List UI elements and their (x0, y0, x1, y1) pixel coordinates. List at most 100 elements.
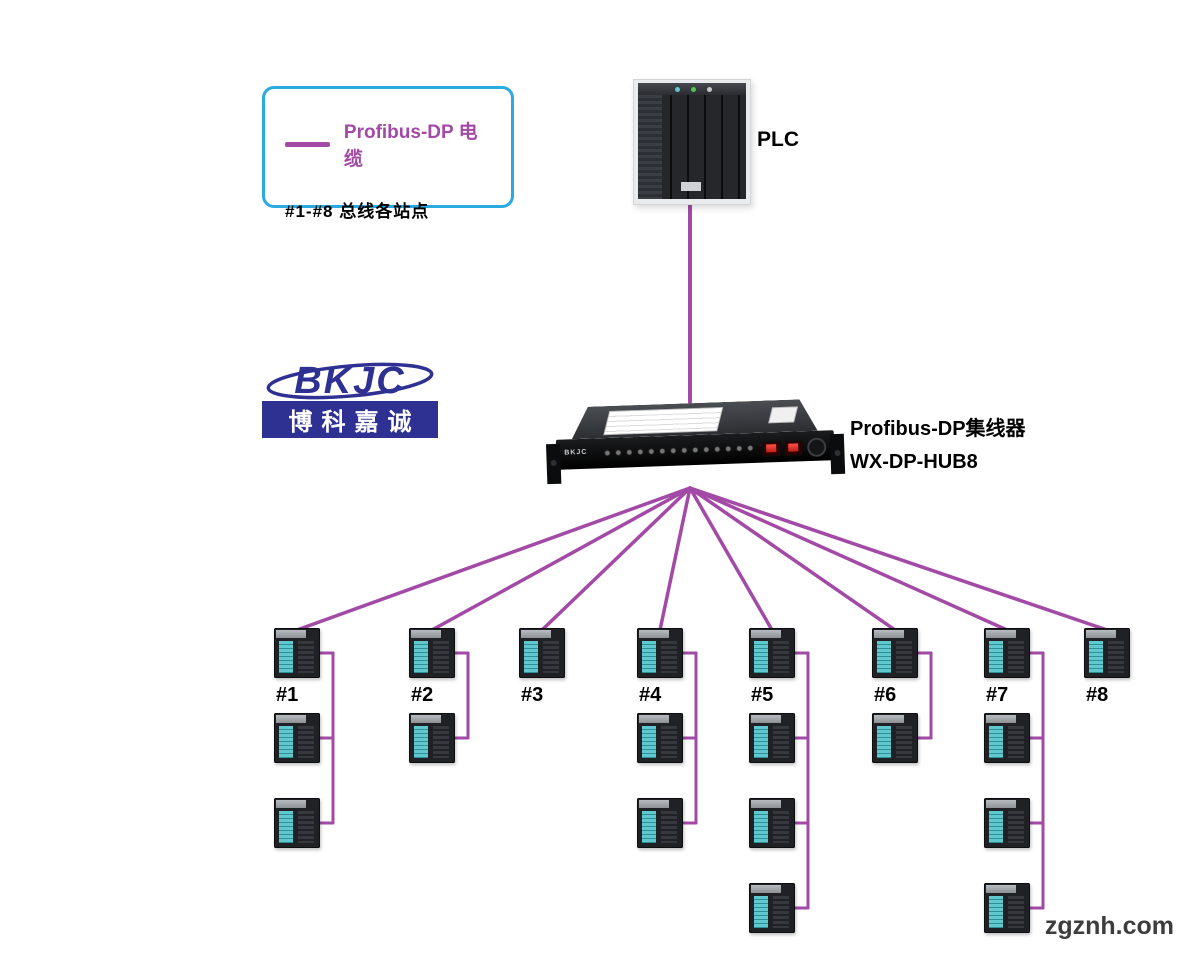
hub-led-display-1 (762, 441, 781, 457)
plc-station-module (519, 628, 565, 678)
hub-small-sticker (769, 407, 797, 422)
module-teal-panel (642, 811, 656, 843)
profibus-cable (688, 486, 897, 632)
module-cap (751, 630, 781, 638)
module-vent (1008, 641, 1024, 673)
plc-led-green (691, 87, 696, 92)
module-teal-panel (279, 811, 293, 843)
module-vent (1008, 726, 1024, 758)
hub-rack-ear-left (545, 443, 562, 485)
plc-label-chip (681, 182, 701, 191)
plc-station-module (984, 628, 1030, 678)
hub-model: WX-DP-HUB8 (850, 451, 978, 473)
module-vent (1108, 641, 1124, 673)
plc-label: PLC (757, 128, 799, 151)
station-label: #7 (986, 684, 1009, 706)
module-vent (298, 726, 314, 758)
module-teal-panel (989, 811, 1003, 843)
plc-station-module (274, 713, 320, 763)
station-label: #3 (521, 684, 544, 706)
hub-caption: Profibus-DP集线器 WX-DP-HUB8 (850, 413, 1026, 479)
module-cap (986, 885, 1016, 893)
module-teal-panel (279, 726, 293, 758)
module-vent (298, 811, 314, 843)
hub-device-image: BKJC (545, 394, 846, 490)
station-label: #5 (751, 684, 774, 706)
module-teal-panel (524, 641, 538, 673)
module-vent (896, 641, 912, 673)
module-vent (543, 641, 559, 673)
module-vent (433, 726, 449, 758)
hub-led-display-2 (784, 440, 803, 456)
module-teal-panel (877, 641, 891, 673)
module-teal-panel (989, 641, 1003, 673)
legend-box: Profibus-DP 电缆 #1-#8 总线各站点 (262, 86, 514, 221)
module-vent (661, 726, 677, 758)
hub-name: Profibus-DP集线器 (850, 418, 1026, 440)
plc-station-module (274, 628, 320, 678)
plc-station-module (637, 628, 683, 678)
module-vent (661, 811, 677, 843)
module-vent (1008, 896, 1024, 928)
hub-rack-ear-right (829, 433, 846, 475)
module-vent (298, 641, 314, 673)
profibus-cable (688, 486, 1009, 632)
plc-station-module (749, 628, 795, 678)
hub-port-row (602, 442, 757, 459)
plc-station-module (984, 713, 1030, 763)
module-teal-panel (414, 726, 428, 758)
module-vent (433, 641, 449, 673)
plc-station-module (274, 798, 320, 848)
module-teal-panel (279, 641, 293, 673)
hub-spec-sticker (605, 408, 722, 434)
module-cap (639, 800, 669, 808)
watermark: zgznh.com (1044, 912, 1174, 940)
module-teal-panel (414, 641, 428, 673)
plc-station-module (409, 713, 455, 763)
plc-station-module (872, 713, 918, 763)
plc-device-image (633, 79, 751, 205)
logo-swoosh-ellipse (266, 362, 434, 400)
plc-station-module (749, 798, 795, 848)
module-cap (751, 885, 781, 893)
module-vent (773, 726, 789, 758)
module-cap (874, 715, 904, 723)
module-cap (276, 715, 306, 723)
hub-brand-mark: BKJC (564, 448, 588, 457)
plc-led-gray (707, 87, 712, 92)
module-cap (521, 630, 551, 638)
profibus-cable (688, 486, 1109, 632)
module-teal-panel (642, 641, 656, 673)
profibus-cable (658, 486, 692, 632)
station-label: #2 (411, 684, 434, 706)
module-cap (276, 630, 306, 638)
plc-station-module (984, 883, 1030, 933)
module-cap (1086, 630, 1116, 638)
module-cap (411, 630, 441, 638)
module-cap (751, 715, 781, 723)
module-cap (986, 715, 1016, 723)
logo-wordmark: BKJC (262, 360, 438, 401)
plc-station-module (637, 713, 683, 763)
module-cap (639, 630, 669, 638)
logo-subtext: 博科嘉诚 (262, 401, 438, 438)
profibus-cable (540, 486, 692, 632)
stations-legend-label: #1-#8 总线各站点 (285, 202, 430, 221)
module-teal-panel (642, 726, 656, 758)
module-cap (276, 800, 306, 808)
module-cap (874, 630, 904, 638)
module-vent (773, 896, 789, 928)
module-teal-panel (989, 896, 1003, 928)
module-teal-panel (754, 726, 768, 758)
module-teal-panel (754, 811, 768, 843)
module-vent (896, 726, 912, 758)
profibus-cable (430, 486, 692, 632)
station-label: #4 (639, 684, 662, 706)
module-teal-panel (877, 726, 891, 758)
module-vent (1008, 811, 1024, 843)
station-label: #1 (276, 684, 299, 706)
plc-station-module (872, 628, 918, 678)
cable-legend-label: Profibus-DP 电缆 (343, 122, 478, 170)
bkjc-logo: BKJC 博科嘉诚 (262, 360, 438, 438)
